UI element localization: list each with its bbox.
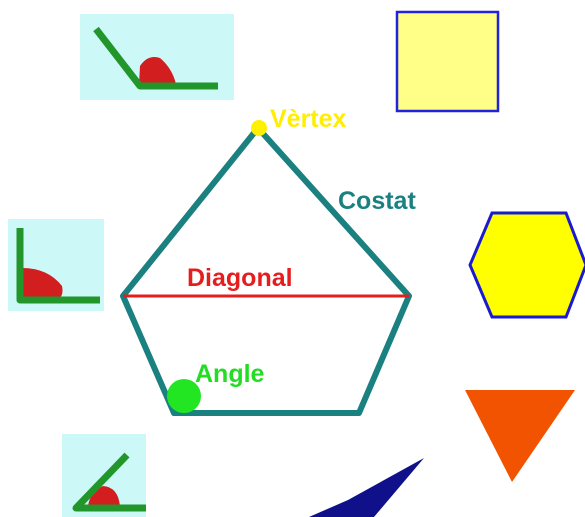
vertex-dot: [251, 120, 267, 136]
vertex-label: Vèrtex: [270, 105, 347, 133]
orange-triangle: [465, 390, 575, 482]
right-angle-tile: [8, 219, 104, 311]
right-angle-arms: [16, 228, 100, 304]
angle-marker: [167, 379, 201, 413]
side-label: Costat: [338, 187, 416, 215]
diagonal-label: Diagonal: [187, 264, 293, 292]
obtuse-angle-arms: [93, 26, 218, 90]
angle-label: Angle: [195, 360, 265, 388]
acute-angle-tile: [62, 434, 146, 517]
dark-blue-triangle: [309, 458, 424, 517]
yellow-square: [395, 10, 500, 113]
obtuse-angle-fill: [139, 57, 176, 84]
obtuse-angle-tile: [80, 14, 234, 100]
acute-angle-arms: [72, 452, 146, 512]
yellow-hexagon: [468, 211, 585, 319]
right-angle-fill: [22, 268, 63, 299]
pentagon: [120, 125, 412, 416]
